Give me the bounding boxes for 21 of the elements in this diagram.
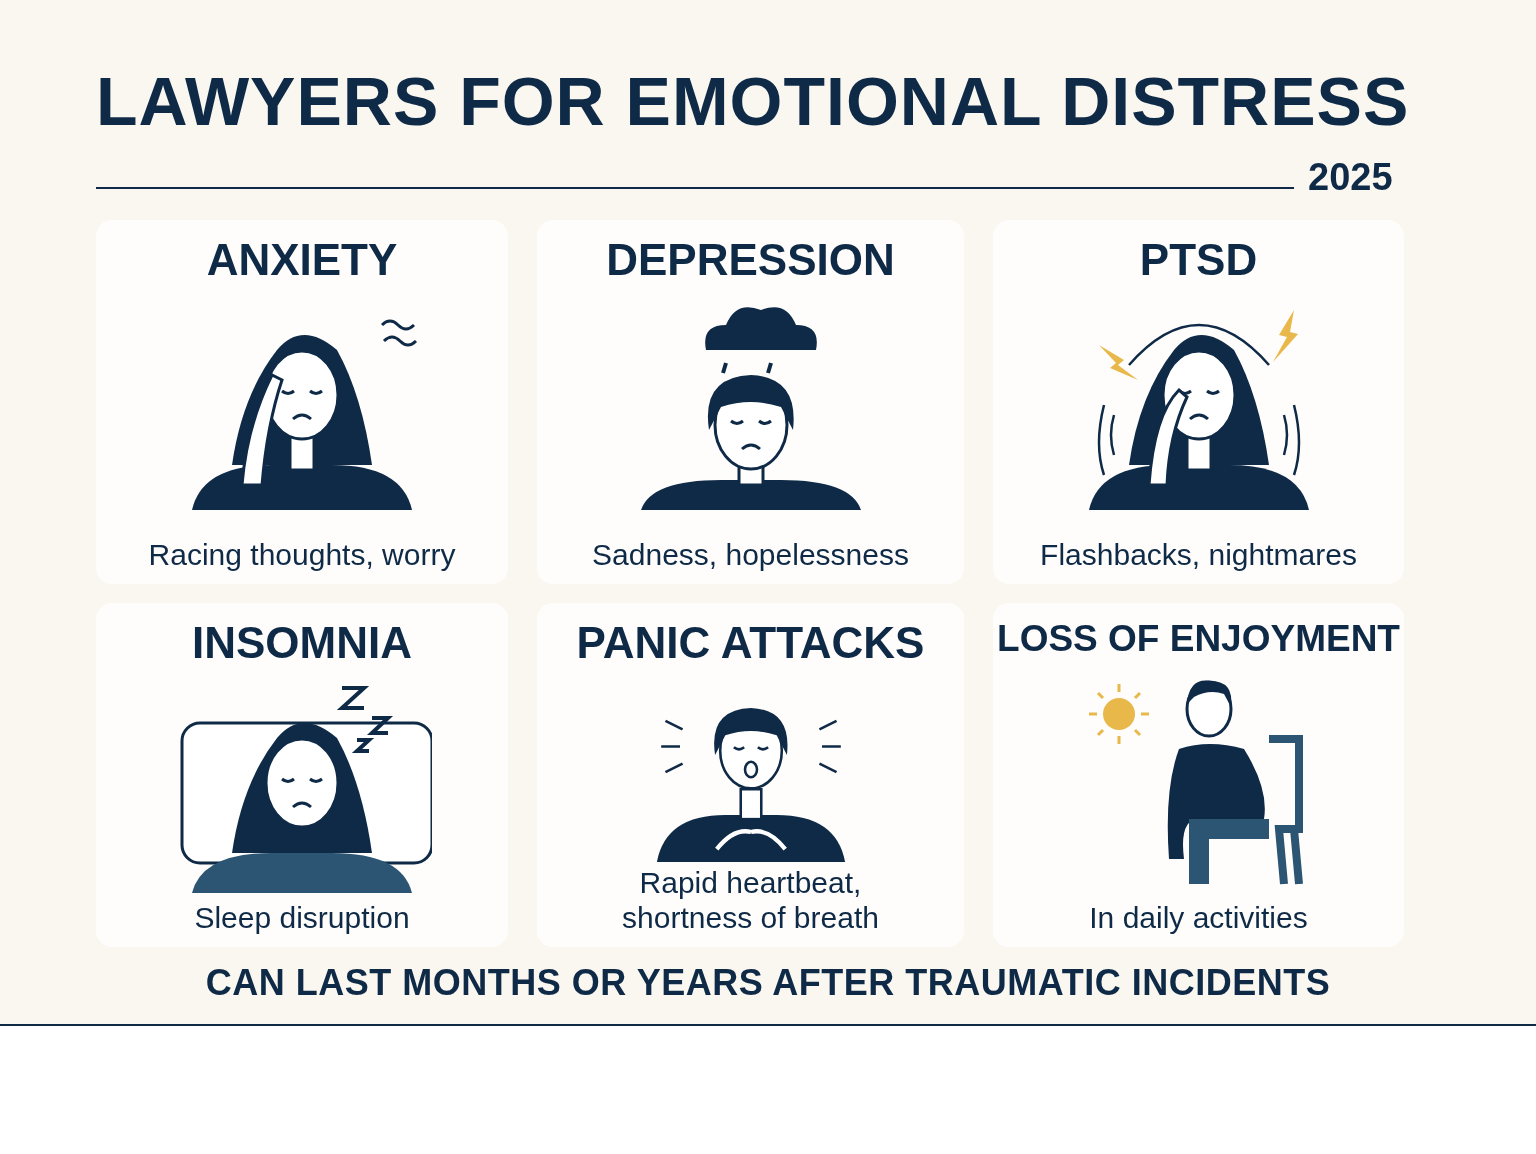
card-description: Flashbacks, nightmares bbox=[1040, 537, 1357, 572]
card-heading: PTSD bbox=[1139, 234, 1258, 286]
card-heading: INSOMNIA bbox=[192, 617, 412, 669]
year-label: 2025 bbox=[1308, 156, 1393, 199]
card-description: Sleep disruption bbox=[194, 900, 410, 935]
card-heading: DEPRESSION bbox=[606, 234, 895, 286]
condition-card bbox=[96, 220, 508, 584]
card-description: Rapid heartbeat, shortness of breath bbox=[621, 866, 880, 935]
condition-card bbox=[993, 603, 1404, 947]
title: LAWYERS FOR EMOTIONAL DISTRESS bbox=[96, 62, 1410, 140]
card-heading: LOSS OF ENJOYMENT bbox=[997, 617, 1400, 661]
condition-card bbox=[537, 603, 964, 947]
condition-card bbox=[993, 220, 1404, 584]
card-heading: ANXIETY bbox=[206, 234, 398, 286]
card-heading: PANIC ATTACKS bbox=[576, 617, 925, 669]
card-description: In daily activities bbox=[1089, 900, 1308, 935]
footnote: CAN LAST MONTHS OR YEARS AFTER TRAUMATIC INCIDENTS bbox=[204, 962, 1332, 1004]
card-description: Sadness, hopelessness bbox=[592, 537, 909, 572]
condition-card bbox=[537, 220, 964, 584]
condition-card bbox=[96, 603, 508, 947]
card-description: Racing thoughts, worry bbox=[148, 537, 456, 572]
